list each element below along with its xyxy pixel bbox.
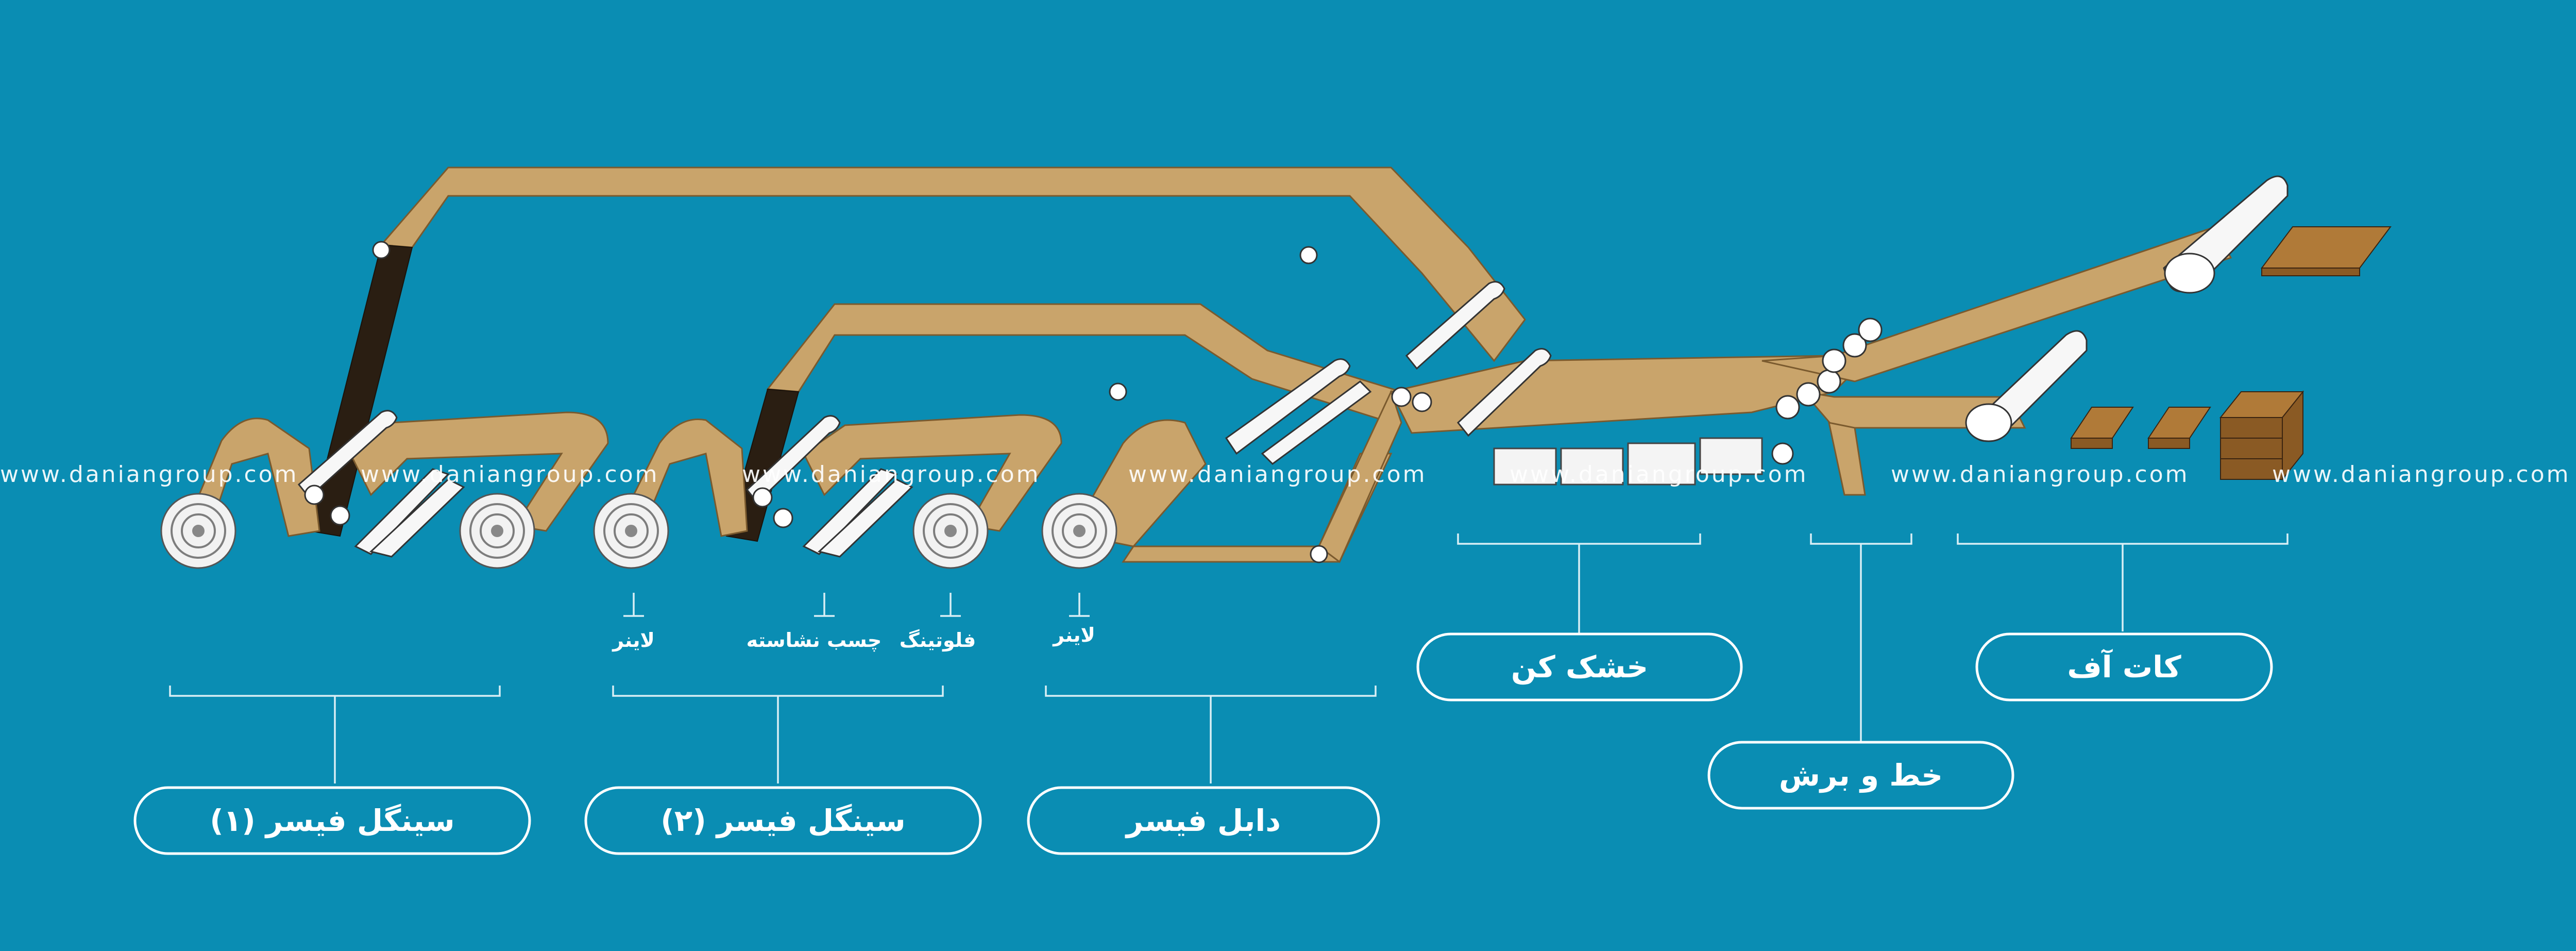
liner-label-1: لاینر xyxy=(612,629,655,652)
paper-reel-4 xyxy=(912,493,989,569)
watermark-row: www.daniangroup.com www.daniangroup.com … xyxy=(0,461,2571,488)
stage-cutoff: کات آف xyxy=(1975,632,2273,702)
starch-glue-label: چسب نشاسته xyxy=(747,629,882,652)
fluting-label: فلوتینگ xyxy=(900,629,976,652)
single-facer-1-loops xyxy=(190,411,609,537)
stage-pill xyxy=(133,786,531,855)
paper-reel-3 xyxy=(593,493,669,569)
liner-label-2: لاینر xyxy=(1052,624,1095,646)
single-facer-2-loops xyxy=(622,414,1062,537)
paper-reel-1 xyxy=(160,493,236,569)
stage-label: سینگل فیسر (۲) xyxy=(660,803,905,839)
stage-single-facer-2: سینگل فیسر (۲) xyxy=(584,786,982,855)
combined-board xyxy=(1389,226,2232,496)
stage-slit-score: خط و برش xyxy=(1707,741,2014,810)
section-brackets xyxy=(169,533,2289,783)
paper-reel-5 xyxy=(1041,493,1117,569)
single-facer-2-rollers xyxy=(745,382,1127,558)
stage-pill xyxy=(584,786,982,855)
stage-label: دابل فیسر xyxy=(1125,803,1281,839)
stage-label: خشک کن xyxy=(1511,649,1648,685)
stage-pill xyxy=(1027,786,1380,855)
double-facer-rollers xyxy=(1225,281,1552,563)
watermark-text: www.daniangroup.com xyxy=(1510,461,1808,488)
watermark-text: www.daniangroup.com xyxy=(2272,461,2571,488)
stage-label: خط و برش xyxy=(1779,758,1943,793)
pointer-ticks xyxy=(623,593,1090,617)
stage-dryer: خشک کن xyxy=(1416,632,1743,702)
dryer-heating-plates xyxy=(1493,437,1763,486)
stage-double-facer: دابل فیسر xyxy=(1027,786,1380,855)
stage-pill xyxy=(1416,632,1743,702)
watermark-text: www.daniangroup.com xyxy=(1128,461,1427,488)
paper-reel-2 xyxy=(459,493,535,569)
watermark-text: www.daniangroup.com xyxy=(0,461,299,488)
stage-single-facer-1: سینگل فیسر (۱) xyxy=(133,786,531,855)
stage-label: کات آف xyxy=(2067,648,2181,685)
slitter-scorer-knives xyxy=(1771,318,1883,465)
stage-pill xyxy=(1707,741,2014,810)
stage-label: سینگل فیسر (۱) xyxy=(210,803,454,839)
finished-sheets xyxy=(2070,226,2392,481)
watermark-text: www.daniangroup.com xyxy=(361,461,659,488)
watermark-text: www.daniangroup.com xyxy=(1891,461,2190,488)
single-facer-1-rollers xyxy=(297,241,1318,558)
cutoff-knives xyxy=(1965,175,2289,442)
watermark-text: www.daniangroup.com xyxy=(742,461,1041,488)
stage-pill xyxy=(1975,632,2273,702)
